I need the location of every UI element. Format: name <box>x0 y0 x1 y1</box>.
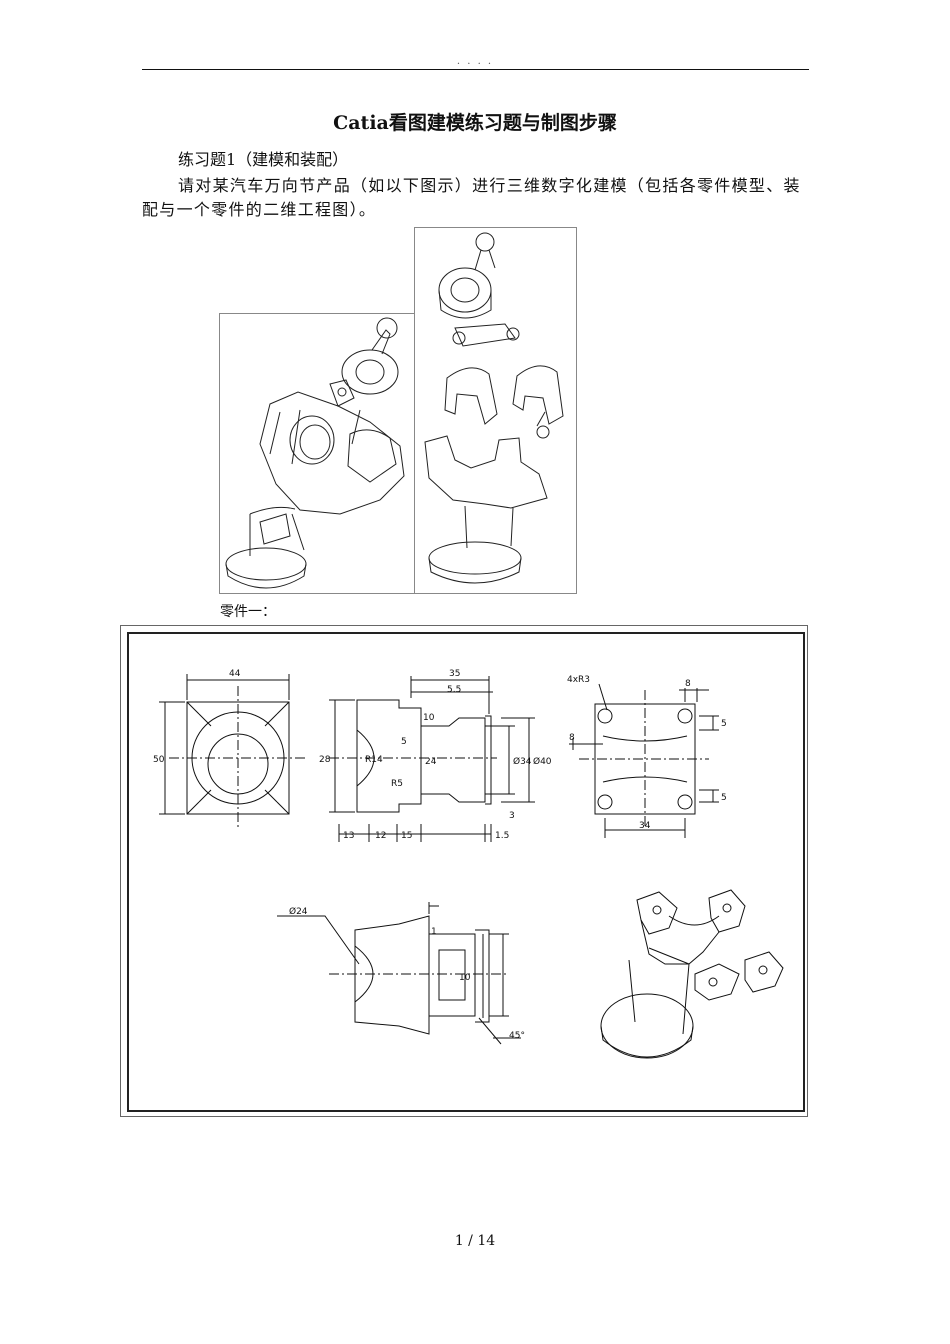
header-marks: . . . . <box>456 56 494 67</box>
exercise-heading: 练习题1（建模和装配） <box>178 150 349 169</box>
dim-35: 35 <box>449 669 460 679</box>
dim-r5: R5 <box>391 779 403 789</box>
part-caption: 零件一： <box>220 604 276 620</box>
page-number: 1 / 14 <box>454 1233 496 1249</box>
dim-dia34: Ø34 <box>513 756 532 767</box>
header-rule <box>142 69 809 70</box>
dim-24: 24 <box>425 757 437 767</box>
dim-8-left: 8 <box>569 733 575 743</box>
dim-45deg: 45° <box>509 1031 525 1041</box>
dim-1: 1 <box>431 927 437 937</box>
dim-1-5: 1.5 <box>495 831 509 841</box>
dim-28: 28 <box>319 755 331 765</box>
isometric-view <box>600 889 784 1059</box>
front-view: 44 50 <box>153 669 307 830</box>
dim-10: 10 <box>423 713 435 723</box>
drawing-frame <box>120 625 808 1117</box>
dim-5-bottom: 5 <box>721 793 727 803</box>
dim-34: 34 <box>639 821 651 831</box>
dim-dia24: Ø24 <box>289 906 308 917</box>
page-title: Catia看图建模练习题与制图步骤 <box>333 112 617 134</box>
dim-5: 5 <box>401 737 407 747</box>
assembly-figure <box>219 313 417 594</box>
dim-3: 3 <box>509 811 515 821</box>
side-view: 4xR3 8 8 5 5 34 <box>567 675 727 838</box>
dim-44: 44 <box>229 669 241 679</box>
exploded-view-figure <box>414 227 577 594</box>
dim-8-top: 8 <box>685 679 691 689</box>
dim-15: 15 <box>401 831 412 841</box>
dim-12: 12 <box>375 831 386 841</box>
dim-5-5: 5.5 <box>447 685 461 695</box>
dim-4xr3: 4xR3 <box>567 675 590 685</box>
dim-dia40: Ø40 <box>533 756 552 767</box>
section-view: 35 5.5 10 28 R14 5 24 Ø34 Ø40 R5 3 13 12… <box>319 669 552 842</box>
bottom-section-view: Ø24 1 10 45° <box>277 902 525 1045</box>
engineering-drawing: 44 50 35 5.5 10 28 R14 5 24 Ø34 Ø40 <box>127 632 805 1112</box>
instruction-paragraph: 请对某汽车万向节产品（如以下图示）进行三维数字化建模（包括各零件模型、装配与一个… <box>142 176 801 219</box>
dim-13: 13 <box>343 831 354 841</box>
dim-10-bottom: 10 <box>459 973 471 983</box>
dim-50: 50 <box>153 755 165 765</box>
dim-5-top: 5 <box>721 719 727 729</box>
dim-r14: R14 <box>365 755 383 765</box>
